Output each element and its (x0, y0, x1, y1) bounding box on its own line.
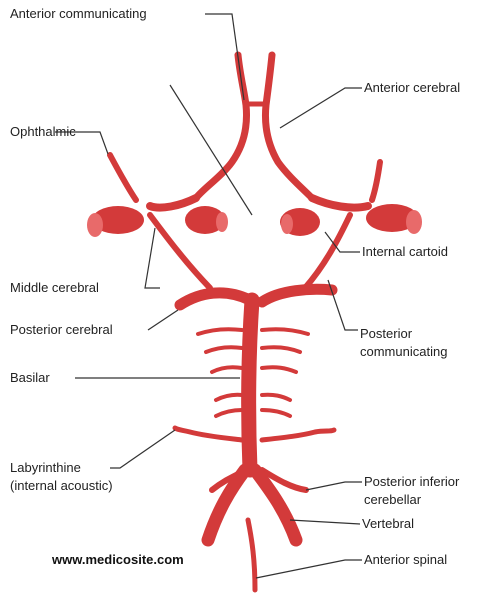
leader-anterior-spinal (256, 560, 362, 578)
ophthalmic-right (372, 162, 380, 200)
label-labyrinthine-2: (internal acoustic) (10, 478, 113, 494)
label-anterior-cerebral: Anterior cerebral (364, 80, 460, 96)
label-anterior-communicating: Anterior communicating (10, 6, 147, 22)
label-pica-2: cerebellar (364, 492, 421, 508)
anterior-spinal-artery (248, 520, 255, 590)
carotid-stumps (87, 204, 422, 237)
labyrinthine-right (262, 430, 334, 440)
label-posterior-communicating-2: communicating (360, 344, 447, 360)
leader-anterior-communicating (205, 14, 244, 100)
leader-pica (306, 482, 362, 490)
artery-network (110, 55, 380, 590)
leader-middle-cerebral (145, 228, 160, 288)
leader-anterior-cerebral (280, 88, 362, 128)
label-middle-cerebral: Middle cerebral (10, 280, 99, 296)
label-pica-1: Posterior inferior (364, 474, 459, 490)
label-labyrinthine-1: Labyrinthine (10, 460, 81, 476)
label-posterior-communicating-1: Posterior (360, 326, 412, 342)
middle-cerebral-right (312, 198, 368, 208)
anterior-cerebral-right (266, 55, 313, 198)
anterior-cerebral-left (196, 55, 246, 198)
watermark: www.medicosite.com (52, 552, 184, 567)
leader-vertebral (290, 520, 360, 524)
posterior-cerebral-right (262, 289, 332, 302)
label-basilar: Basilar (10, 370, 50, 386)
label-vertebral: Vertebral (362, 516, 414, 532)
label-anterior-spinal: Anterior spinal (364, 552, 447, 568)
labyrinthine-left (175, 428, 242, 440)
label-posterior-cerebral: Posterior cerebral (10, 322, 113, 338)
posterior-cerebral-left (180, 293, 250, 305)
label-ophthalmic: Ophthalmic (10, 124, 76, 140)
basilar-artery (249, 300, 252, 470)
label-internal-carotid: Internal cartoid (362, 244, 448, 260)
middle-cerebral-left (150, 198, 196, 208)
leader-posterior-cerebral (148, 310, 178, 330)
ophthalmic-left (110, 155, 136, 200)
leader-labyrinthine (110, 430, 175, 468)
